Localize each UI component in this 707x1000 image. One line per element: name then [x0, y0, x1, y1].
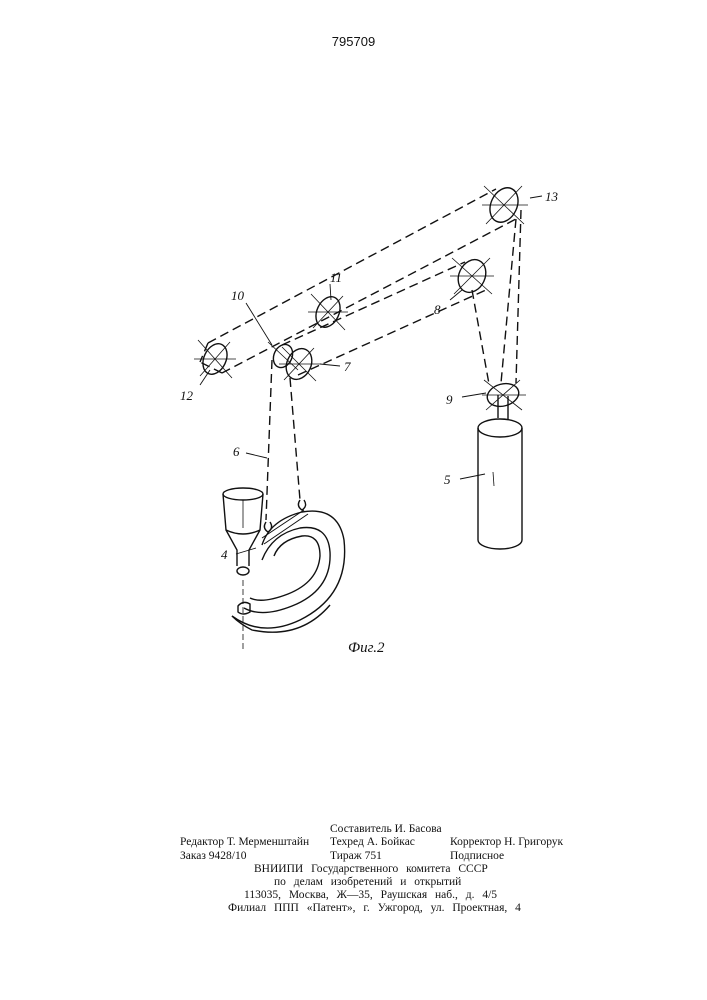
leader-lines	[200, 196, 542, 554]
label-8: 8	[434, 302, 441, 317]
label-13: 13	[545, 189, 559, 204]
label-4: 4	[221, 547, 228, 562]
label-12: 12	[180, 388, 194, 403]
hanging-ropes	[266, 360, 300, 520]
label-7: 7	[344, 359, 351, 374]
label-6: 6	[233, 444, 240, 459]
tool-4	[223, 488, 345, 650]
pulley-10	[268, 341, 298, 370]
pulley-7	[279, 344, 321, 383]
figure-caption: Фиг.2	[348, 640, 385, 656]
pulley-13	[482, 183, 528, 227]
pulley-12	[194, 340, 236, 378]
upper-rope	[200, 189, 521, 383]
label-10: 10	[231, 288, 245, 303]
label-11: 11	[330, 270, 342, 285]
counterweight-5	[478, 419, 522, 549]
label-5: 5	[444, 472, 451, 487]
label-9: 9	[446, 392, 453, 407]
pulley-9	[482, 380, 526, 420]
